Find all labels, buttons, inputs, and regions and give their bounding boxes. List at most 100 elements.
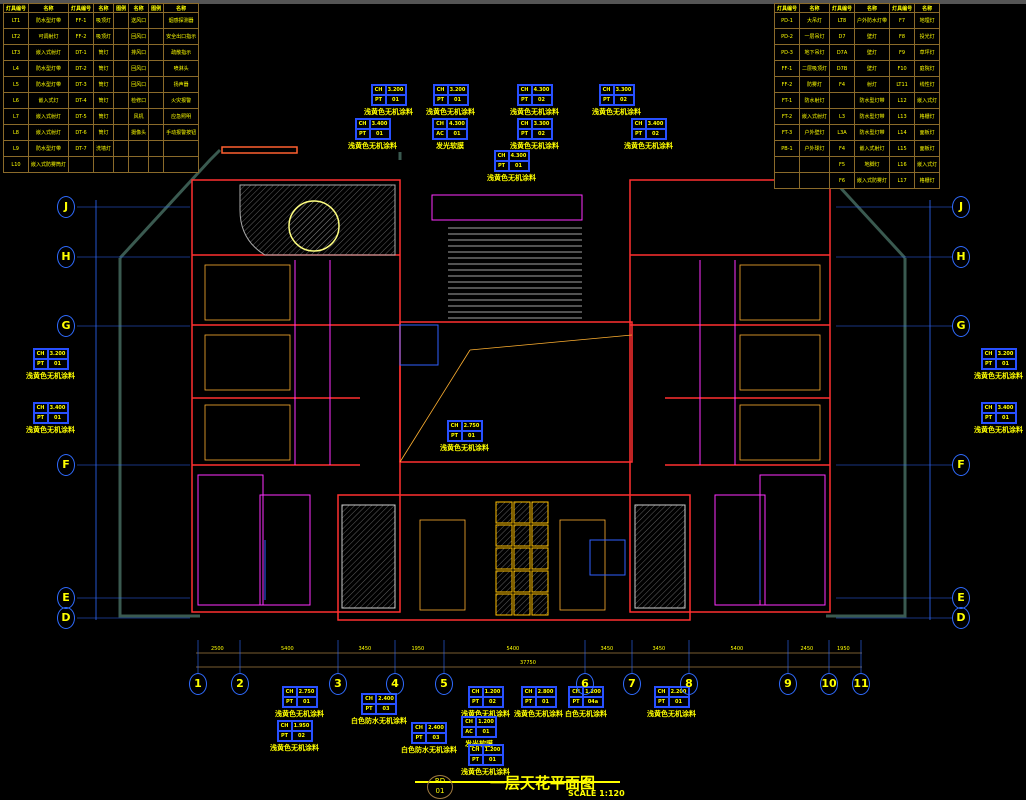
legend-cell xyxy=(113,92,130,109)
dimension-text: 3450 xyxy=(358,646,372,652)
legend-cell xyxy=(163,156,200,173)
tag-code: 01 xyxy=(508,161,529,171)
dimension-text: 2450 xyxy=(800,646,814,652)
tag-height: 2.400 xyxy=(376,694,396,704)
tag-material: 浅黄色无机涂料 xyxy=(974,372,1023,380)
legend-cell: FF-1 xyxy=(773,60,801,77)
legend-cell: 手动报警按钮 xyxy=(163,124,200,141)
legend-cell: 排风口 xyxy=(128,44,150,61)
legend-cell: 格栅灯 xyxy=(914,172,941,189)
legend-cell: 地脚灯 xyxy=(854,156,891,173)
light-film-panel xyxy=(513,570,531,593)
legend-cell: D7 xyxy=(829,28,856,45)
grid-bubble-row: F xyxy=(952,454,970,476)
tag-pt: PT xyxy=(517,95,532,105)
sheet-number: 01 xyxy=(435,787,445,795)
tag-material: 浅黄色无机涂料 xyxy=(440,444,489,452)
legend-header: 图例 xyxy=(148,3,165,13)
tag-pt: PT xyxy=(33,359,48,369)
legend-cell: L10 xyxy=(2,156,30,173)
tag-ch: CH xyxy=(981,403,996,413)
tag-material: 浅黄色无机涂料 xyxy=(275,710,324,718)
tag-code: 01 xyxy=(535,697,556,707)
dimension-text: 5400 xyxy=(730,646,744,652)
grid-bubble-column: 11 xyxy=(852,673,870,695)
legend-cell xyxy=(148,156,165,173)
legend-cell: LT1 xyxy=(2,12,30,29)
tag-material: 浅黄色无机涂料 xyxy=(26,426,75,434)
legend-cell: 防水型灯带 xyxy=(854,108,891,125)
grid-bubble-column: 3 xyxy=(329,673,347,695)
tag-material: 浅黄色无机涂料 xyxy=(461,768,510,776)
tag-pt: PT xyxy=(433,95,448,105)
light-film-panel xyxy=(531,501,549,524)
tag-ch: CH xyxy=(599,85,614,95)
dimension-text: 3450 xyxy=(652,646,666,652)
legend-cell: F4 xyxy=(829,76,856,93)
tag-pt: PT xyxy=(468,755,483,765)
legend-cell: 安全出口指示 xyxy=(163,28,200,45)
grid-bubble-column: 6 xyxy=(576,673,594,695)
legend-cell: 应急照明 xyxy=(163,108,200,125)
tag-height: 3.400 xyxy=(995,403,1016,413)
legend-cell: 嵌入式灯 xyxy=(914,156,941,173)
tag-ch: CH xyxy=(33,403,48,413)
tag-pt: PT xyxy=(569,697,583,707)
legend-header: 灯具编号 xyxy=(889,3,916,13)
legend-cell: DT-3 xyxy=(68,76,95,93)
tag-height: 3.200 xyxy=(385,85,406,95)
legend-cell: 面板灯 xyxy=(914,124,941,141)
tag-height: 3.200 xyxy=(447,85,468,95)
legend-cell xyxy=(113,140,130,157)
tag-code: 01 xyxy=(482,755,503,765)
tag-material: 浅黄色无机涂料 xyxy=(647,710,696,718)
tag-code: 02 xyxy=(482,697,503,707)
light-film-panel xyxy=(495,524,513,547)
tag-material: 浅黄色无机涂料 xyxy=(348,142,397,150)
legend-cell: 壁灯 xyxy=(854,44,891,61)
legend-cell: 筒灯 xyxy=(93,44,115,61)
legend-cell: 喷淋头 xyxy=(163,60,200,77)
tag-height: 1.200 xyxy=(476,717,496,727)
legend-cell: DT-5 xyxy=(68,108,95,125)
tag-pt: PT xyxy=(447,431,462,441)
legend-cell: L15 xyxy=(889,140,916,157)
hatched-panel-left xyxy=(341,504,396,609)
tag-code: 01 xyxy=(668,697,689,707)
grid-bubble-row: G xyxy=(952,315,970,337)
drawing-scale: SCALE 1:120 xyxy=(568,789,625,798)
legend-header: 灯具编号 xyxy=(2,3,30,13)
light-film-grid xyxy=(495,501,549,616)
tag-ch: CH xyxy=(277,721,292,731)
legend-cell: 嵌入式射灯 xyxy=(854,140,891,157)
tag-material: 浅黄色无机涂料 xyxy=(510,108,559,116)
legend-cell: D7B xyxy=(829,60,856,77)
legend-cell: 防水射灯 xyxy=(799,92,831,109)
light-film-panel xyxy=(531,524,549,547)
legend-cell: 防雾灯 xyxy=(799,76,831,93)
legend-cell: DT-7 xyxy=(68,140,95,157)
legend-cell xyxy=(113,156,130,173)
dimension-text: 3450 xyxy=(600,646,614,652)
grid-bubble-row: H xyxy=(57,246,75,268)
walls xyxy=(191,179,831,621)
legend-cell: 防水型灯带 xyxy=(28,140,70,157)
tag-material: 浅黄色无机涂料 xyxy=(510,142,559,150)
legend-cell: 筒灯 xyxy=(93,92,115,109)
legend-cell: 检修口 xyxy=(128,92,150,109)
tag-pt: PT xyxy=(371,95,386,105)
legend-cell xyxy=(113,28,130,45)
tag-pt: PT xyxy=(494,161,509,171)
legend-cell: 风机 xyxy=(128,108,150,125)
tag-material: 浅黄色无机涂料 xyxy=(26,372,75,380)
